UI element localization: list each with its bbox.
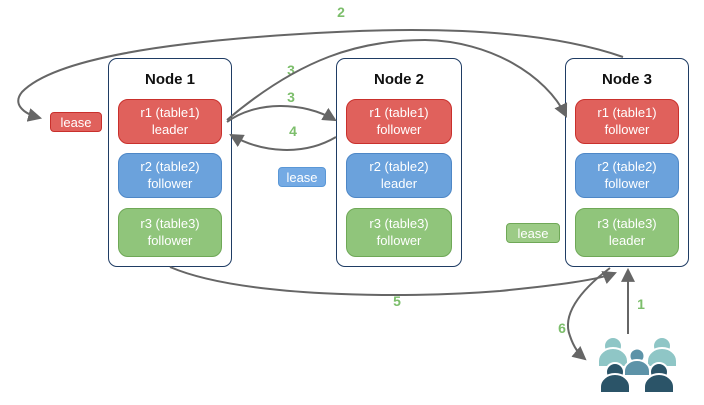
- users-group-icon: [597, 336, 678, 394]
- node2-replica-r3: r3 (table3) follower: [346, 208, 452, 257]
- node1-replica-r1: r1 (table1) leader: [118, 99, 222, 144]
- arrow-step-5: [169, 266, 617, 297]
- step-label-1: 1: [637, 296, 645, 312]
- replica-name: r2 (table2): [369, 158, 429, 174]
- replica-role: follower: [147, 175, 193, 191]
- replica-name: r3 (table3): [369, 215, 429, 231]
- step-label-2: 2: [337, 4, 345, 20]
- node3-replica-r3: r3 (table3) leader: [575, 208, 679, 257]
- lease-label: lease: [60, 114, 92, 130]
- node-3-container: Node 3 r1 (table1) follower r2 (table2) …: [565, 58, 689, 267]
- node-2-title: Node 2: [373, 71, 424, 88]
- replica-role: follower: [604, 121, 650, 137]
- replica-role: follower: [147, 232, 193, 248]
- lease-label: lease: [286, 169, 318, 185]
- replica-name: r1 (table1): [369, 104, 429, 120]
- replica-role: leader: [608, 232, 646, 248]
- replica-role: follower: [376, 232, 422, 248]
- replica-name: r1 (table1): [597, 104, 657, 120]
- step-label-6: 6: [558, 320, 566, 336]
- arrow-step-3b: [226, 105, 337, 123]
- node1-replica-r2: r2 (table2) follower: [118, 153, 222, 198]
- step-label-3b: 3: [287, 89, 295, 105]
- node2-replica-r1: r1 (table1) follower: [346, 99, 452, 144]
- node3-replica-r1: r1 (table1) follower: [575, 99, 679, 144]
- lease-badge-table2: lease: [278, 167, 326, 187]
- lease-badge-table3: lease: [506, 223, 560, 243]
- replica-role: follower: [376, 121, 422, 137]
- step-label-3a: 3: [287, 62, 295, 78]
- step-label-4: 4: [289, 123, 297, 139]
- node-1-title: Node 1: [144, 71, 195, 88]
- arrow-step-6: [567, 267, 611, 361]
- node2-replica-r2: r2 (table2) leader: [346, 153, 452, 198]
- replica-name: r2 (table2): [597, 158, 657, 174]
- node1-replica-r3: r3 (table3) follower: [118, 208, 222, 257]
- replica-name: r2 (table2): [140, 158, 200, 174]
- node-1-container: Node 1 r1 (table1) leader r2 (table2) fo…: [108, 58, 232, 267]
- node-2-container: Node 2 r1 (table1) follower r2 (table2) …: [336, 58, 462, 267]
- replica-name: r3 (table3): [140, 215, 200, 231]
- node-3-title: Node 3: [601, 71, 652, 88]
- lease-badge-table1: lease: [50, 112, 102, 132]
- replica-name: r1 (table1): [140, 104, 200, 120]
- lease-label: lease: [517, 225, 549, 241]
- replica-name: r3 (table3): [597, 215, 657, 231]
- replica-role: leader: [151, 121, 189, 137]
- replica-role: follower: [604, 175, 650, 191]
- step-label-5: 5: [393, 293, 401, 309]
- replica-role: leader: [380, 175, 418, 191]
- arrow-step-4: [229, 133, 337, 151]
- node3-replica-r2: r2 (table2) follower: [575, 153, 679, 198]
